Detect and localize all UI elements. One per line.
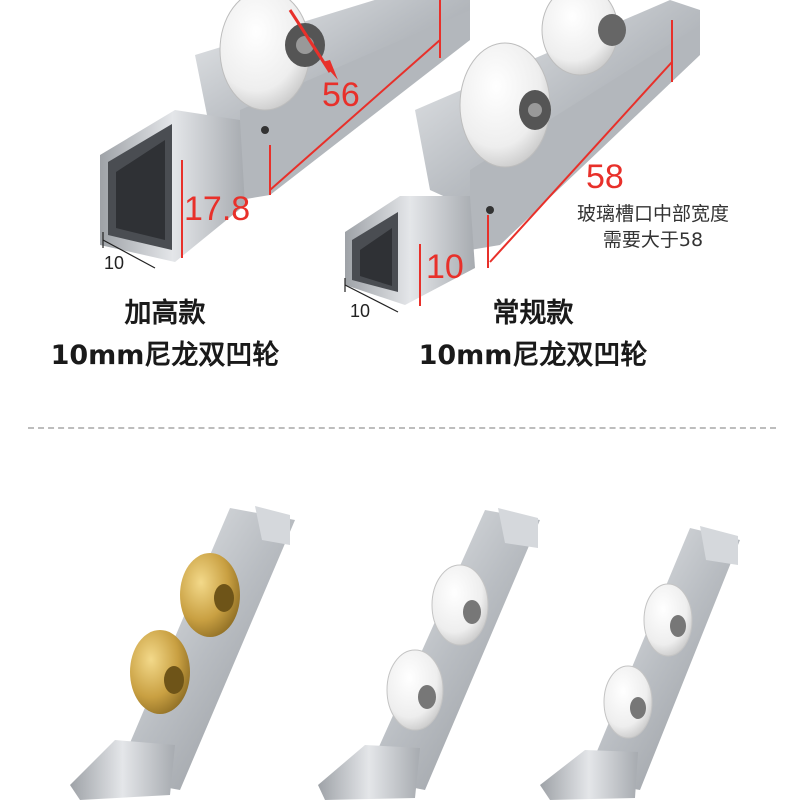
glass-groove-note: 玻璃槽口中部宽度 需要大于58 [548, 202, 758, 253]
standard-length-dimension: 58 [586, 158, 624, 196]
standard-roller-caption: 常规款 10mm尼龙双凹轮 [398, 293, 668, 377]
glass-groove-note-line1: 玻璃槽口中部宽度 [576, 203, 729, 225]
tall-roller-caption: 加高款 10mm尼龙双凹轮 [30, 293, 300, 377]
brass-roller [70, 506, 295, 800]
tall-length-dimension: 56 [322, 76, 360, 114]
tall-roller-spec: 10mm尼龙双凹轮 [50, 339, 280, 371]
nylon-roller-b [540, 526, 740, 800]
tall-height-dimension: 17.8 [184, 190, 251, 228]
standard-roller-spec: 10mm尼龙双凹轮 [418, 339, 648, 371]
glass-groove-note-line2: 需要大于58 [602, 228, 704, 251]
dashed-divider [28, 427, 776, 429]
tall-width-dimension: 10 [104, 253, 125, 273]
standard-width-dimension: 10 [350, 301, 371, 321]
tall-roller-profile [100, 0, 470, 269]
standard-roller-profile [344, 0, 700, 313]
nylon-roller-a [318, 508, 540, 800]
standard-roller-model: 常规款 [492, 298, 574, 329]
standard-height-dimension: 10 [426, 248, 464, 286]
tall-roller-model: 加高款 [124, 298, 206, 329]
